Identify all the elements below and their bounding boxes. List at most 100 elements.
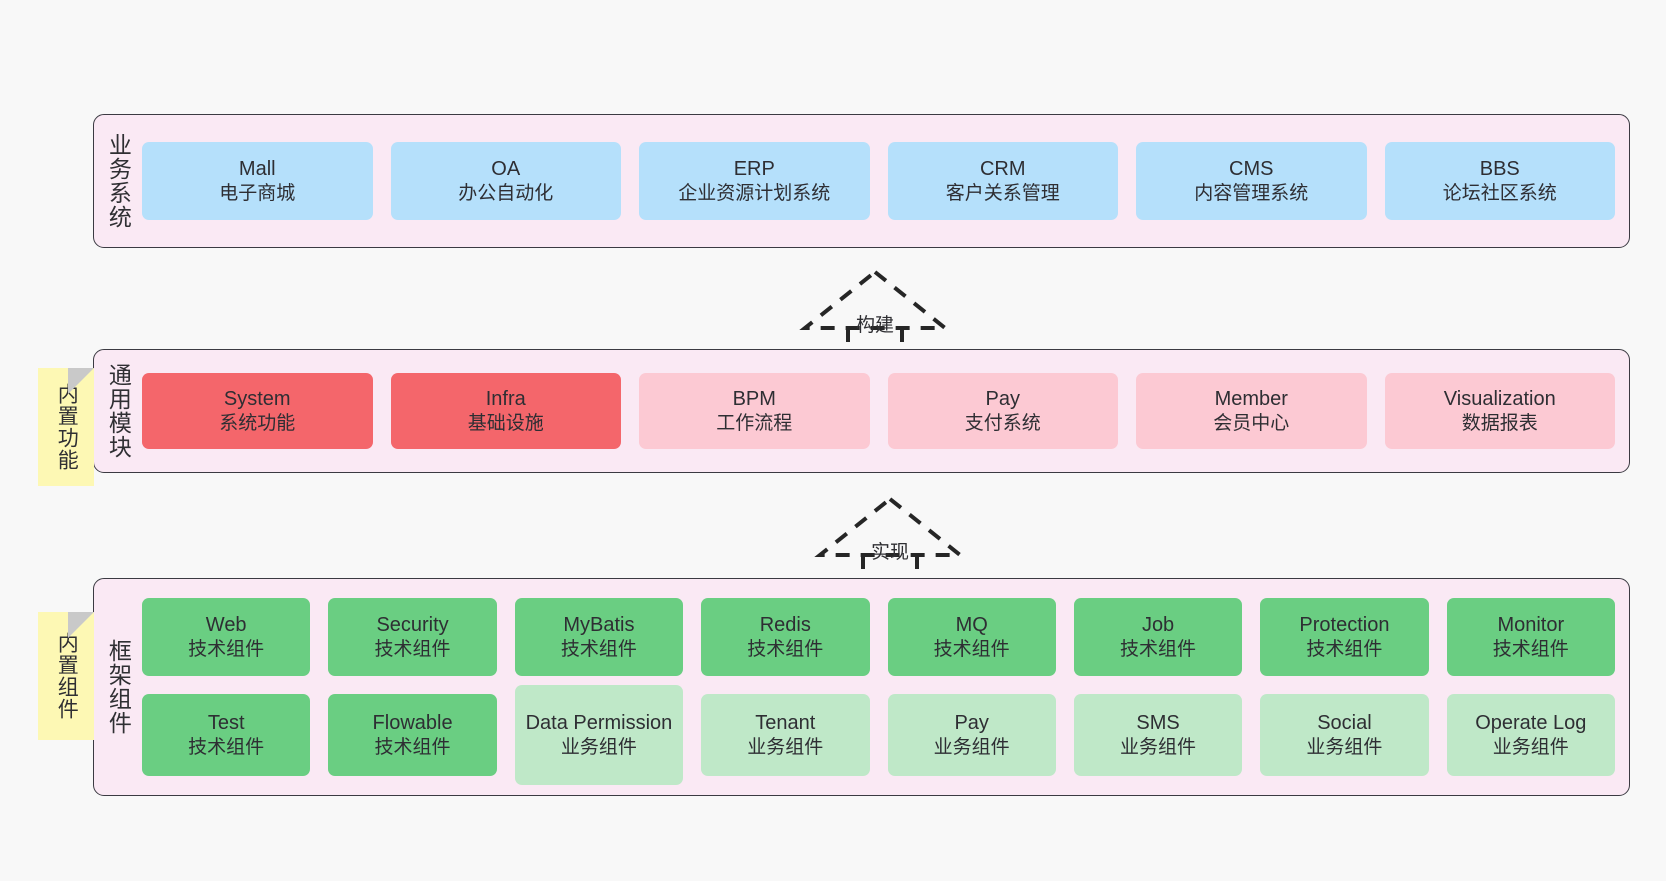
layer-body-common-module: System 系统功能 Infra 基础设施 BPM 工作流程 Pay 支付系统… — [142, 350, 1629, 472]
module-name-cn: 技术组件 — [188, 736, 265, 758]
module-name-cn: 业务组件 — [560, 736, 637, 758]
module-name-cn: 系统功能 — [219, 412, 296, 434]
module-box-bbs[interactable]: BBS 论坛社区系统 — [1384, 142, 1615, 220]
layer-business-system: 业务系统 Mall 电子商城 OA 办公自动化 ERP 企业资源计划系统 CRM… — [93, 114, 1630, 248]
module-box-pay-business[interactable]: Pay 业务组件 — [887, 694, 1056, 776]
module-box-system[interactable]: System 系统功能 — [142, 373, 373, 449]
layer-framework-component: 框架组件 Web 技术组件 Security 技术组件 MyBatis 技术组件… — [93, 578, 1630, 796]
module-box-redis[interactable]: Redis 技术组件 — [701, 598, 870, 676]
module-box-web[interactable]: Web 技术组件 — [142, 598, 311, 676]
module-box-data-permission[interactable]: Data Permission 业务组件 — [514, 685, 684, 785]
module-name-en: OA — [491, 157, 521, 180]
module-row: Mall 电子商城 OA 办公自动化 ERP 企业资源计划系统 CRM 客户关系… — [142, 142, 1615, 220]
arrow-label-build: 构建 — [856, 315, 895, 336]
module-name-cn: 工作流程 — [716, 412, 793, 434]
module-box-test[interactable]: Test 技术组件 — [142, 694, 311, 776]
module-box-erp[interactable]: ERP 企业资源计划系统 — [639, 142, 870, 220]
module-name-cn: 技术组件 — [933, 638, 1010, 660]
module-box-security[interactable]: Security 技术组件 — [328, 598, 497, 676]
module-name-en: Infra — [485, 387, 526, 410]
module-box-mq[interactable]: MQ 技术组件 — [887, 598, 1056, 676]
module-name-en: Pay — [985, 387, 1020, 410]
module-box-sms[interactable]: SMS 业务组件 — [1073, 694, 1243, 776]
module-box-pay[interactable]: Pay 支付系统 — [887, 373, 1118, 449]
module-name-cn: 技术组件 — [747, 638, 824, 660]
module-name-en: Flowable — [372, 711, 453, 734]
module-row: Web 技术组件 Security 技术组件 MyBatis 技术组件 Redi… — [142, 598, 1615, 676]
module-name-en: SMS — [1136, 711, 1180, 734]
module-name-en: MQ — [955, 613, 988, 636]
module-name-en: Visualization — [1443, 387, 1556, 410]
module-name-cn: 技术组件 — [188, 638, 265, 660]
module-name-en: Tenant — [755, 711, 816, 734]
module-name-en: Protection — [1299, 613, 1390, 636]
module-name-en: Data Permission — [525, 711, 673, 734]
layer-common-module: 通用模块 System 系统功能 Infra 基础设施 BPM 工作流程 Pay… — [93, 349, 1630, 473]
module-name-en: Web — [205, 613, 247, 636]
module-name-cn: 技术组件 — [1120, 638, 1197, 660]
module-box-bpm[interactable]: BPM 工作流程 — [639, 373, 870, 449]
module-box-crm[interactable]: CRM 客户关系管理 — [887, 142, 1118, 220]
layer-title-framework-component: 框架组件 — [105, 639, 132, 735]
module-name-en: ERP — [733, 157, 775, 180]
sticky-note-label: 内置组件 — [55, 632, 79, 720]
layer-body-framework-component: Web 技术组件 Security 技术组件 MyBatis 技术组件 Redi… — [142, 579, 1629, 795]
module-name-cn: 内容管理系统 — [1194, 182, 1309, 204]
module-name-en: Test — [207, 711, 245, 734]
module-box-social[interactable]: Social 业务组件 — [1260, 694, 1429, 776]
module-box-tenant[interactable]: Tenant 业务组件 — [701, 694, 870, 776]
module-name-en: Monitor — [1497, 613, 1565, 636]
module-name-en: Mall — [238, 157, 276, 180]
module-name-en: Social — [1317, 711, 1372, 734]
module-box-oa[interactable]: OA 办公自动化 — [390, 142, 621, 220]
module-name-en: Member — [1214, 387, 1288, 410]
module-name-cn: 业务组件 — [1120, 736, 1197, 758]
sticky-note-builtin-function: 内置功能 — [38, 368, 94, 486]
module-name-cn: 企业资源计划系统 — [678, 182, 831, 204]
arrow-head-triangle — [814, 496, 966, 557]
module-name-cn: 技术组件 — [1306, 638, 1383, 660]
module-name-cn: 办公自动化 — [458, 182, 554, 204]
module-name-cn: 技术组件 — [374, 638, 451, 660]
module-box-infra[interactable]: Infra 基础设施 — [390, 373, 621, 449]
module-row: System 系统功能 Infra 基础设施 BPM 工作流程 Pay 支付系统… — [142, 373, 1615, 449]
module-name-en: Security — [376, 613, 449, 636]
arrow-stem — [846, 328, 904, 350]
module-name-cn: 技术组件 — [560, 638, 637, 660]
module-name-en: CRM — [979, 157, 1026, 180]
module-name-cn: 数据报表 — [1461, 412, 1538, 434]
module-name-cn: 技术组件 — [374, 736, 451, 758]
generalization-arrow-implement: 实现 — [814, 496, 975, 577]
module-box-monitor[interactable]: Monitor 技术组件 — [1446, 598, 1615, 676]
module-name-en: Operate Log — [1475, 711, 1587, 734]
module-box-member[interactable]: Member 会员中心 — [1136, 373, 1367, 449]
arrow-head-triangle — [799, 269, 951, 330]
arrow-label-implement: 实现 — [871, 542, 910, 563]
module-name-en: BPM — [732, 387, 776, 410]
module-name-cn: 客户关系管理 — [945, 182, 1060, 204]
layer-title-business-system: 业务系统 — [105, 133, 132, 229]
module-name-en: MyBatis — [563, 613, 635, 636]
module-box-protection[interactable]: Protection 技术组件 — [1260, 598, 1429, 676]
arrow-stem — [861, 555, 919, 577]
module-name-cn: 支付系统 — [964, 412, 1041, 434]
module-box-mybatis[interactable]: MyBatis 技术组件 — [514, 598, 684, 676]
module-box-cms[interactable]: CMS 内容管理系统 — [1136, 142, 1367, 220]
module-name-cn: 技术组件 — [1492, 638, 1569, 660]
module-name-en: Redis — [759, 613, 811, 636]
module-box-operate-log[interactable]: Operate Log 业务组件 — [1446, 694, 1615, 776]
module-box-job[interactable]: Job 技术组件 — [1073, 598, 1243, 676]
module-name-cn: 基础设施 — [467, 412, 544, 434]
sticky-note-label: 内置功能 — [55, 383, 79, 471]
generalization-arrow-build: 构建 — [799, 269, 960, 350]
module-name-en: Pay — [954, 711, 989, 734]
module-box-mall[interactable]: Mall 电子商城 — [142, 142, 373, 220]
module-row: Test 技术组件 Flowable 技术组件 Data Permission … — [142, 685, 1615, 785]
module-name-en: System — [223, 387, 291, 410]
module-box-visualization[interactable]: Visualization 数据报表 — [1384, 373, 1615, 449]
module-name-cn: 业务组件 — [1306, 736, 1383, 758]
module-box-flowable[interactable]: Flowable 技术组件 — [328, 694, 497, 776]
module-name-cn: 论坛社区系统 — [1442, 182, 1557, 204]
module-name-cn: 业务组件 — [933, 736, 1010, 758]
